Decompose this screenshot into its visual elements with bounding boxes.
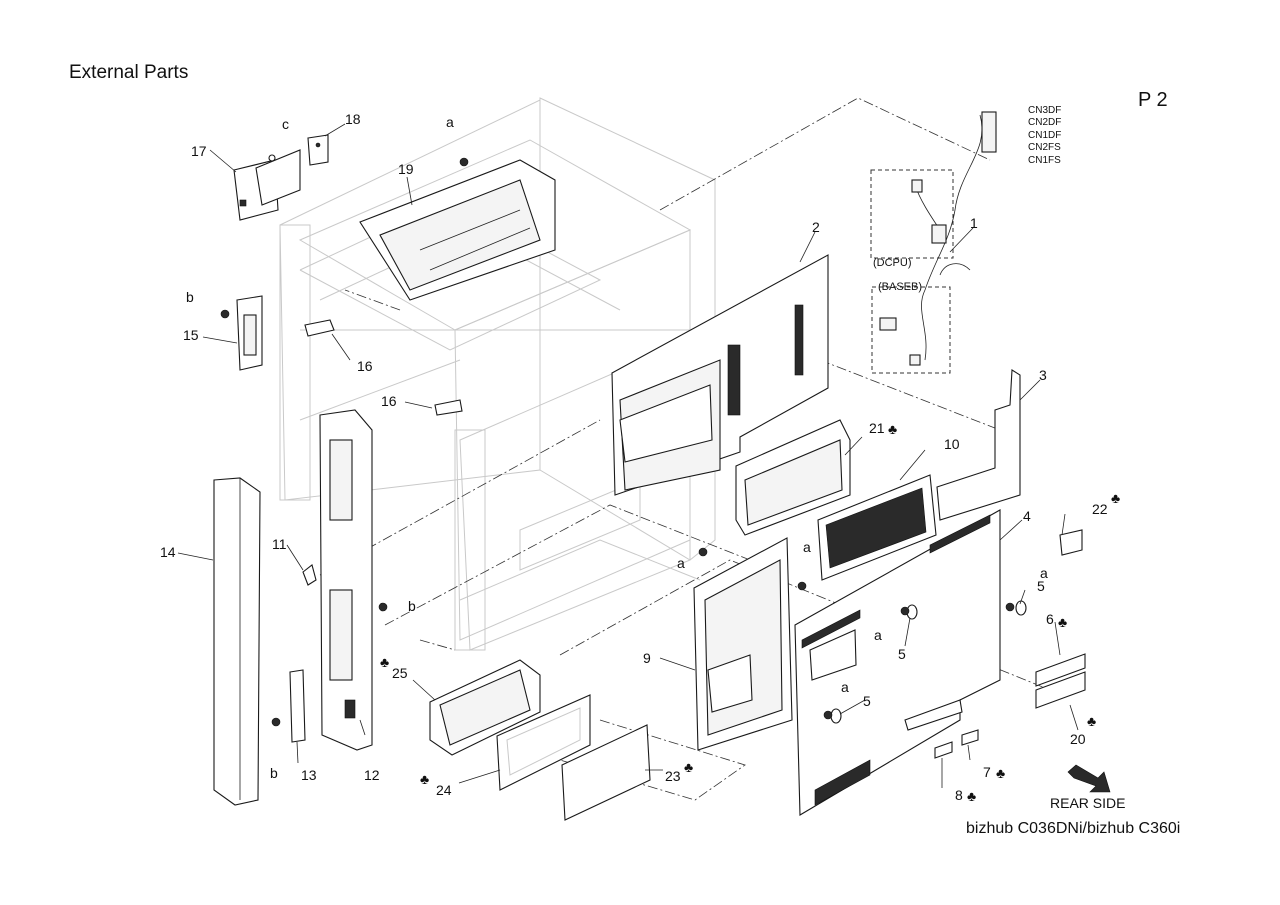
callout-10: 10: [944, 436, 960, 452]
part-23-filter: [561, 724, 651, 821]
rear-side-arrow-icon: [1067, 764, 1111, 793]
callout-22-marker: ♣: [1111, 490, 1120, 506]
callout-5-middle: 5: [898, 646, 906, 662]
callout-15: 15: [183, 327, 199, 343]
callout-21-marker: ♣: [888, 421, 897, 437]
screw-a: [459, 157, 1015, 720]
callout-screw-a-center: a: [677, 555, 685, 571]
callout-6-marker: ♣: [1058, 614, 1067, 630]
page-number: P 2: [1138, 89, 1168, 111]
callout-4: 4: [1023, 508, 1031, 524]
callout-screw-a-right: a: [1040, 565, 1048, 581]
callout-14: 14: [160, 544, 176, 560]
part-21-filter: [735, 419, 851, 536]
callout-18: 18: [345, 111, 361, 127]
part-9-inner-plate: [693, 537, 793, 751]
part-20-label: [1035, 671, 1086, 709]
connector-cn1df: CN1DF: [1028, 129, 1062, 141]
part-25-filter-frame: [429, 659, 541, 756]
callout-23: 23: [665, 768, 681, 784]
callout-8: 8: [955, 787, 963, 803]
callout-7-marker: ♣: [996, 765, 1005, 781]
callout-12-marker: ♣: [380, 654, 389, 670]
part-18-plate: [307, 134, 329, 166]
callout-8-marker: ♣: [967, 788, 976, 804]
callout-24-marker: ♣: [420, 771, 429, 787]
label-baseb: (BASEB): [878, 281, 922, 293]
callout-screw-c: c: [282, 116, 289, 132]
rear-side-label: REAR SIDE: [1050, 795, 1126, 811]
part-13-bracket: [289, 669, 306, 743]
part-24-filter-holder: [496, 694, 591, 791]
connector-cn1fs: CN1FS: [1028, 154, 1061, 166]
callout-22: 22: [1092, 501, 1108, 517]
callout-16-upper: 16: [357, 358, 373, 374]
callout-7: 7: [983, 764, 991, 780]
callout-screw-b-middle: b: [408, 598, 416, 614]
assembly-lines: [319, 97, 1051, 801]
model-name: bizhub C036DNi/bizhub C360i: [966, 820, 1181, 837]
connector-cn2df: CN2DF: [1028, 117, 1062, 129]
callout-9: 9: [643, 650, 651, 666]
callout-screw-b-upper: b: [186, 289, 194, 305]
callout-20: 20: [1070, 731, 1086, 747]
callout-20-marker: ♣: [1087, 713, 1096, 729]
part-4-rear-cover: [794, 509, 1001, 816]
part-22-label: [1059, 529, 1083, 556]
callout-5-lower: 5: [863, 693, 871, 709]
part-10-grille: [817, 474, 937, 581]
part-12-side-rail: [319, 409, 373, 751]
part-16-clip-lower: [434, 399, 463, 416]
callout-screw-b-lower: b: [270, 765, 278, 781]
screw-c: [268, 154, 276, 162]
callout-screw-a-plate: a: [803, 539, 811, 555]
callout-12: 12: [364, 767, 380, 783]
part-15-bracket: [236, 295, 263, 371]
callout-11: 11: [272, 536, 287, 552]
callout-17: 17: [191, 143, 207, 159]
part-2-rear-frame-cover: [611, 254, 829, 496]
connector-list: CN3DF CN2DF CN1DF CN2FS CN1FS: [1028, 105, 1061, 167]
part-8-clip: [934, 741, 953, 759]
connector-cn3df: CN3DF: [1028, 105, 1062, 116]
part-19-top-rear-cover: [359, 159, 556, 301]
callout-3: 3: [1039, 367, 1047, 383]
callout-labels: 1 2 3 4 5 5 5 6 ♣ 7 ♣ 8 ♣ 9 10 11 12 13 …: [160, 111, 1120, 804]
callout-19: 19: [398, 161, 414, 177]
callout-13: 13: [301, 767, 317, 783]
leader-lines: [177, 123, 1079, 788]
part-3-panel: [936, 369, 1021, 521]
part-6-label: [1035, 653, 1086, 687]
part-16-clip-upper: [304, 319, 335, 337]
part-11-pin: [302, 564, 317, 586]
page-title: External Parts: [69, 62, 189, 83]
connector-cn2fs: CN2FS: [1028, 142, 1061, 154]
callout-5-right: 5: [1037, 578, 1045, 594]
callout-1: 1: [970, 215, 978, 231]
callout-16-lower: 16: [381, 393, 397, 409]
label-dcpu: (DCPU): [873, 257, 912, 269]
callout-screw-a-top: a: [446, 114, 454, 130]
part-7-clip: [961, 729, 979, 746]
callout-24: 24: [436, 782, 452, 798]
part-1-harness: [870, 111, 997, 374]
screw-b: [220, 309, 388, 727]
callout-screw-a-lower: a: [841, 679, 849, 695]
callout-6: 6: [1046, 611, 1054, 627]
part-14-left-cover: [213, 477, 261, 806]
callout-23-marker: ♣: [684, 759, 693, 775]
callout-25: 25: [392, 665, 408, 681]
callout-21: 21: [869, 420, 885, 436]
callout-2: 2: [812, 219, 820, 235]
callout-screw-a-middle: a: [874, 627, 882, 643]
part-17-bracket: [233, 149, 301, 221]
